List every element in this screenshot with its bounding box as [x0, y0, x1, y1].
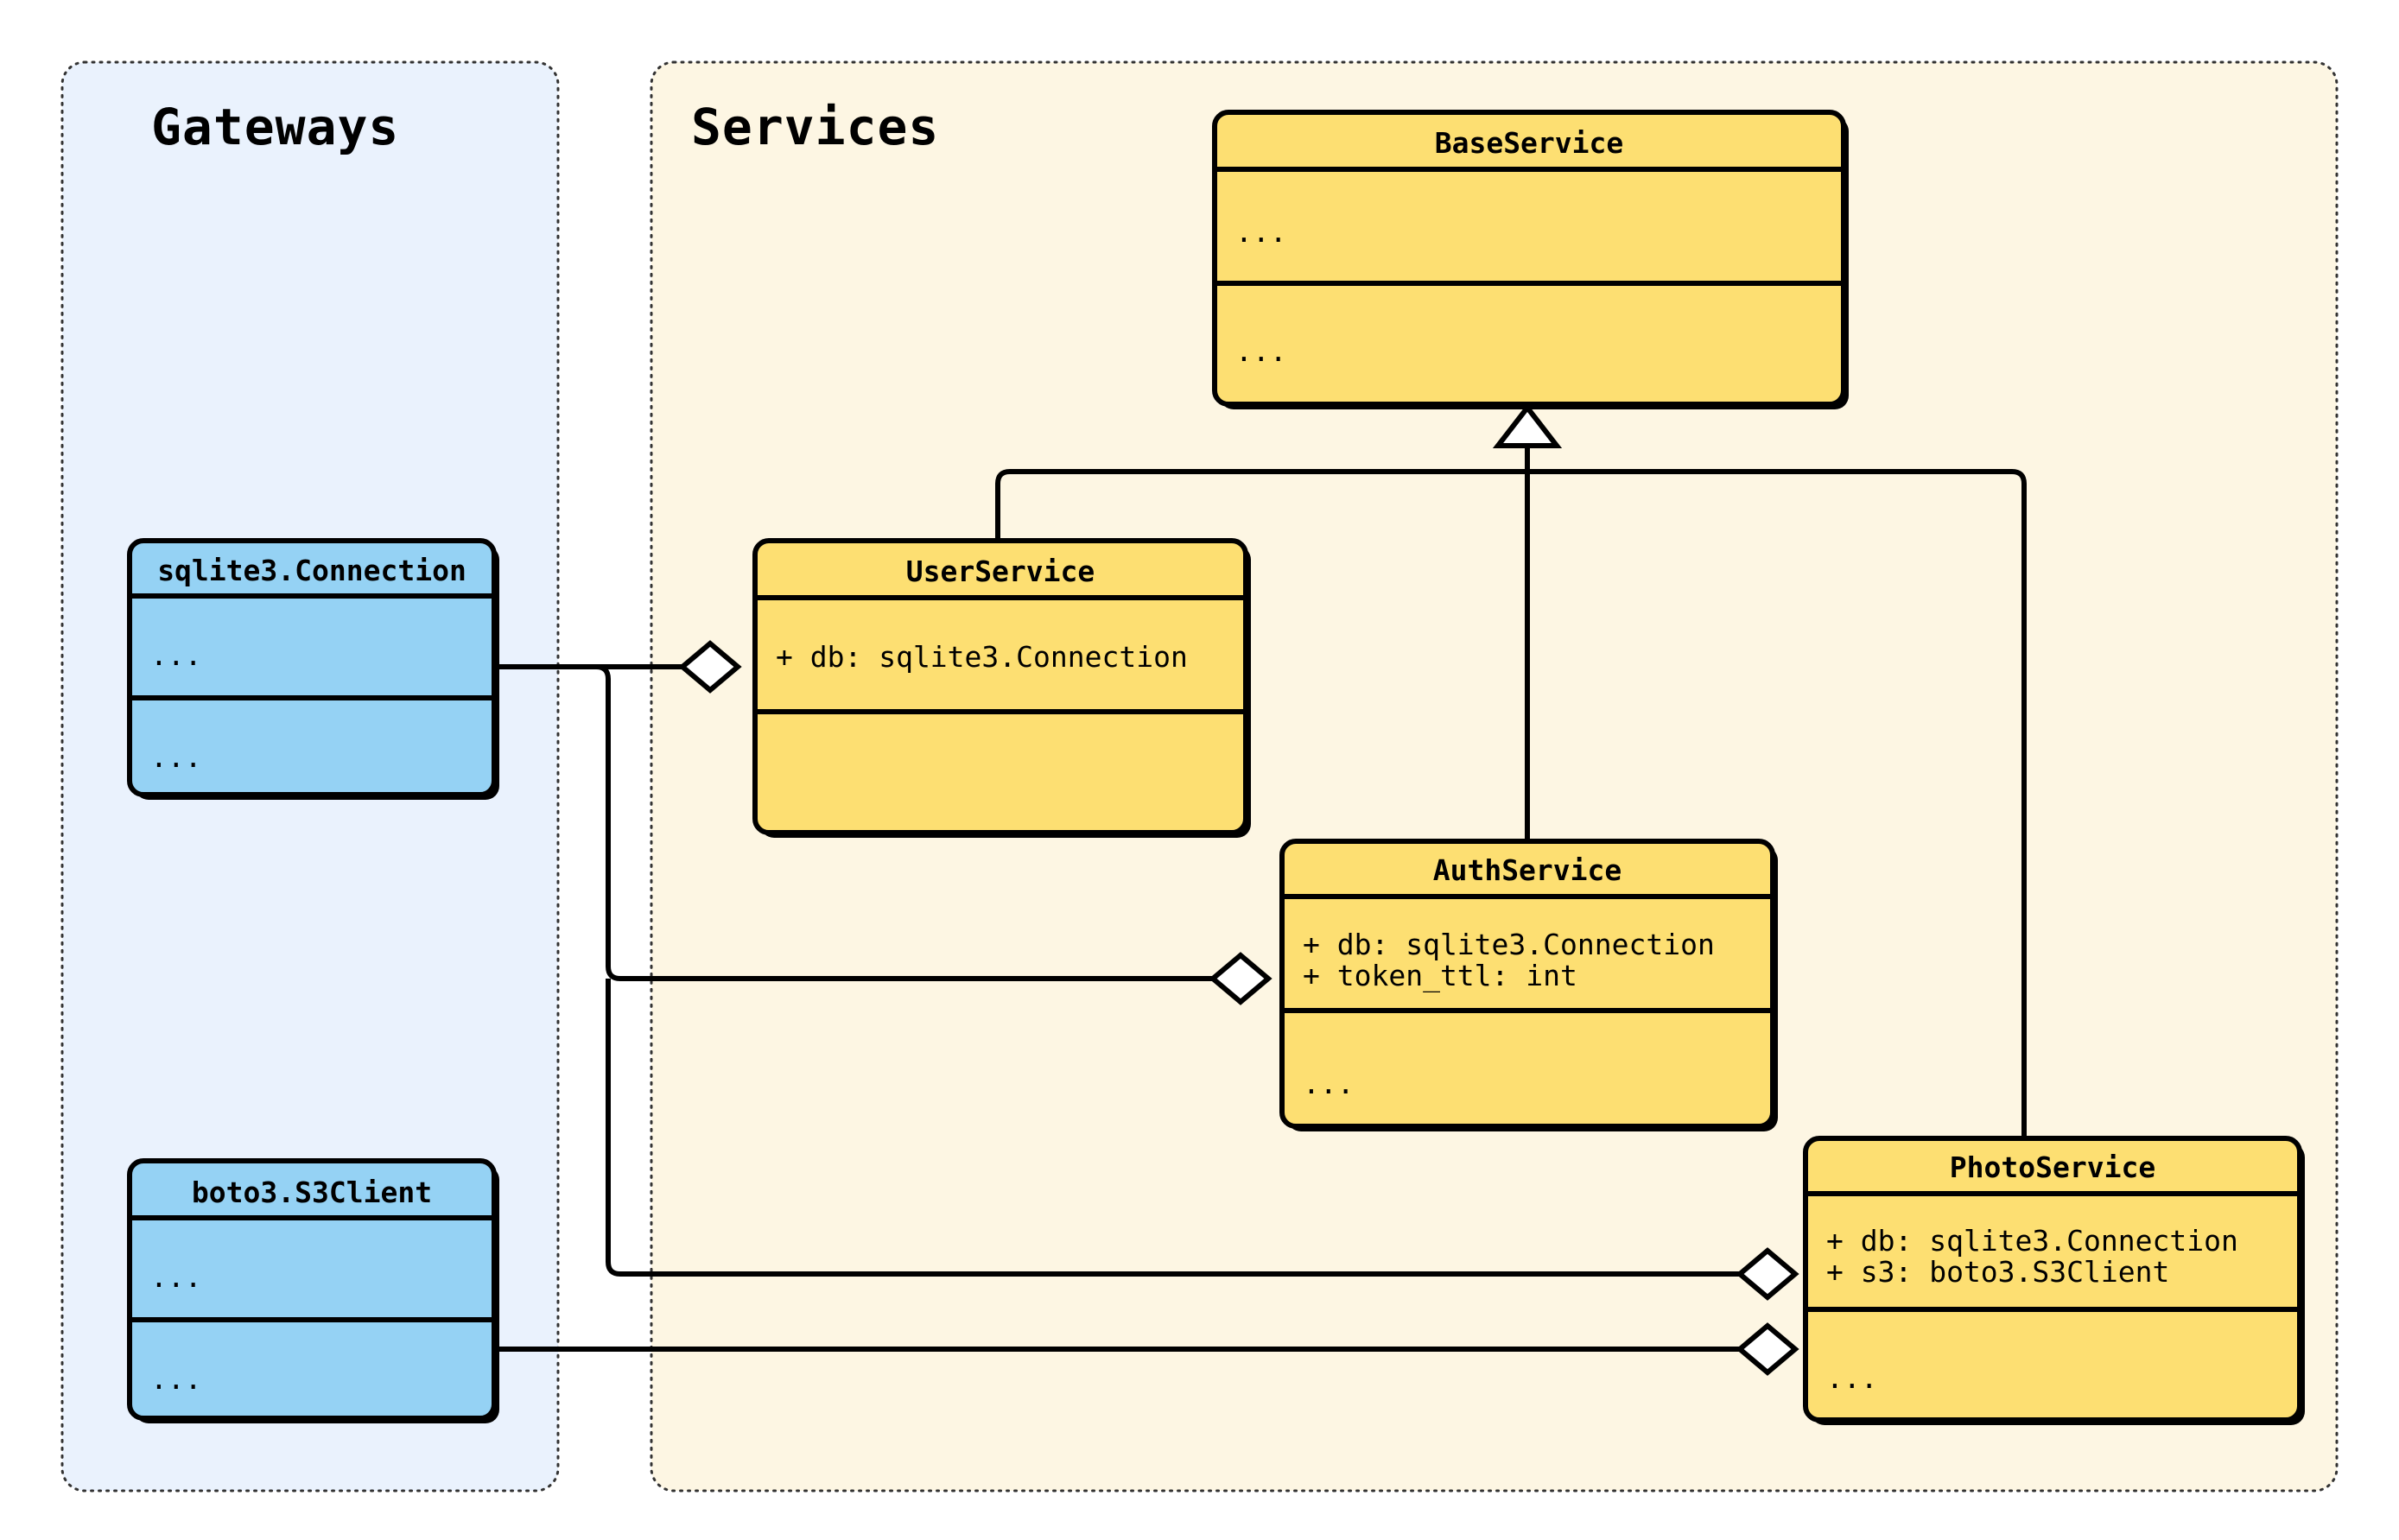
class-name-label: AuthService	[1433, 853, 1622, 887]
class-body	[1212, 110, 1846, 407]
class-name-label: BaseService	[1435, 126, 1624, 160]
class-method-row: ...	[1826, 1361, 1878, 1395]
aggregation-diamond-icon	[1736, 1322, 1799, 1376]
class-photo-service[interactable]: PhotoService + db: sqlite3.Connection + …	[1803, 1136, 2305, 1425]
class-body	[1803, 1136, 2302, 1423]
package-services-border	[650, 60, 2339, 1492]
package-services-title: Services	[691, 98, 939, 156]
class-name-label: UserService	[906, 555, 1095, 588]
aggregation-diamond-icon	[1209, 952, 1272, 1005]
class-boto3-s3client[interactable]: boto3.S3Client ... ...	[127, 1158, 499, 1423]
edge-generalization-group	[995, 403, 2027, 1138]
class-attribute-row: ...	[1235, 215, 1287, 249]
class-attribute-row: + db: sqlite3.Connection	[1303, 928, 1715, 961]
aggregation-diamond-icon	[1736, 1247, 1799, 1301]
edge-conn-auth-line	[494, 664, 1213, 981]
edge-conn-photo-line	[606, 979, 1740, 1277]
generalization-triangle-icon	[1492, 403, 1563, 448]
class-name-label: sqlite3.Connection	[157, 554, 466, 587]
edge-s3-to-photo	[494, 1322, 1799, 1376]
class-name-label: PhotoService	[1950, 1150, 2155, 1184]
class-method-row: ...	[1303, 1067, 1355, 1100]
edge-conn-trunk	[494, 664, 1799, 1301]
class-attribute-row: + db: sqlite3.Connection	[776, 640, 1188, 674]
class-method-row: ...	[150, 740, 202, 774]
aggregation-diamond-icon	[678, 640, 742, 694]
class-body	[127, 538, 497, 797]
class-method-row: ...	[150, 1362, 202, 1396]
class-attribute-row: + token_ttl: int	[1303, 959, 1577, 993]
package-services: Services	[650, 60, 2339, 1492]
class-method-row: ...	[1235, 334, 1287, 368]
class-attribute-row: ...	[150, 1260, 202, 1294]
class-body	[127, 1158, 497, 1421]
class-attribute-row: + s3: boto3.S3Client	[1826, 1255, 2169, 1289]
class-base-service[interactable]: BaseService ... ...	[1212, 110, 1849, 409]
class-name-label: boto3.S3Client	[192, 1176, 432, 1209]
package-gateways-title: Gateways	[151, 98, 399, 156]
class-user-service[interactable]: UserService + db: sqlite3.Connection	[752, 538, 1251, 838]
class-sqlite3-connection[interactable]: sqlite3.Connection ... ...	[127, 538, 499, 800]
class-body	[1279, 839, 1775, 1129]
class-body	[752, 538, 1248, 835]
class-attribute-row: ...	[150, 638, 202, 672]
edge-user-photo-bus	[995, 469, 2027, 1138]
class-auth-service[interactable]: AuthService + db: sqlite3.Connection + t…	[1279, 839, 1778, 1131]
class-attribute-row: + db: sqlite3.Connection	[1826, 1224, 2238, 1258]
